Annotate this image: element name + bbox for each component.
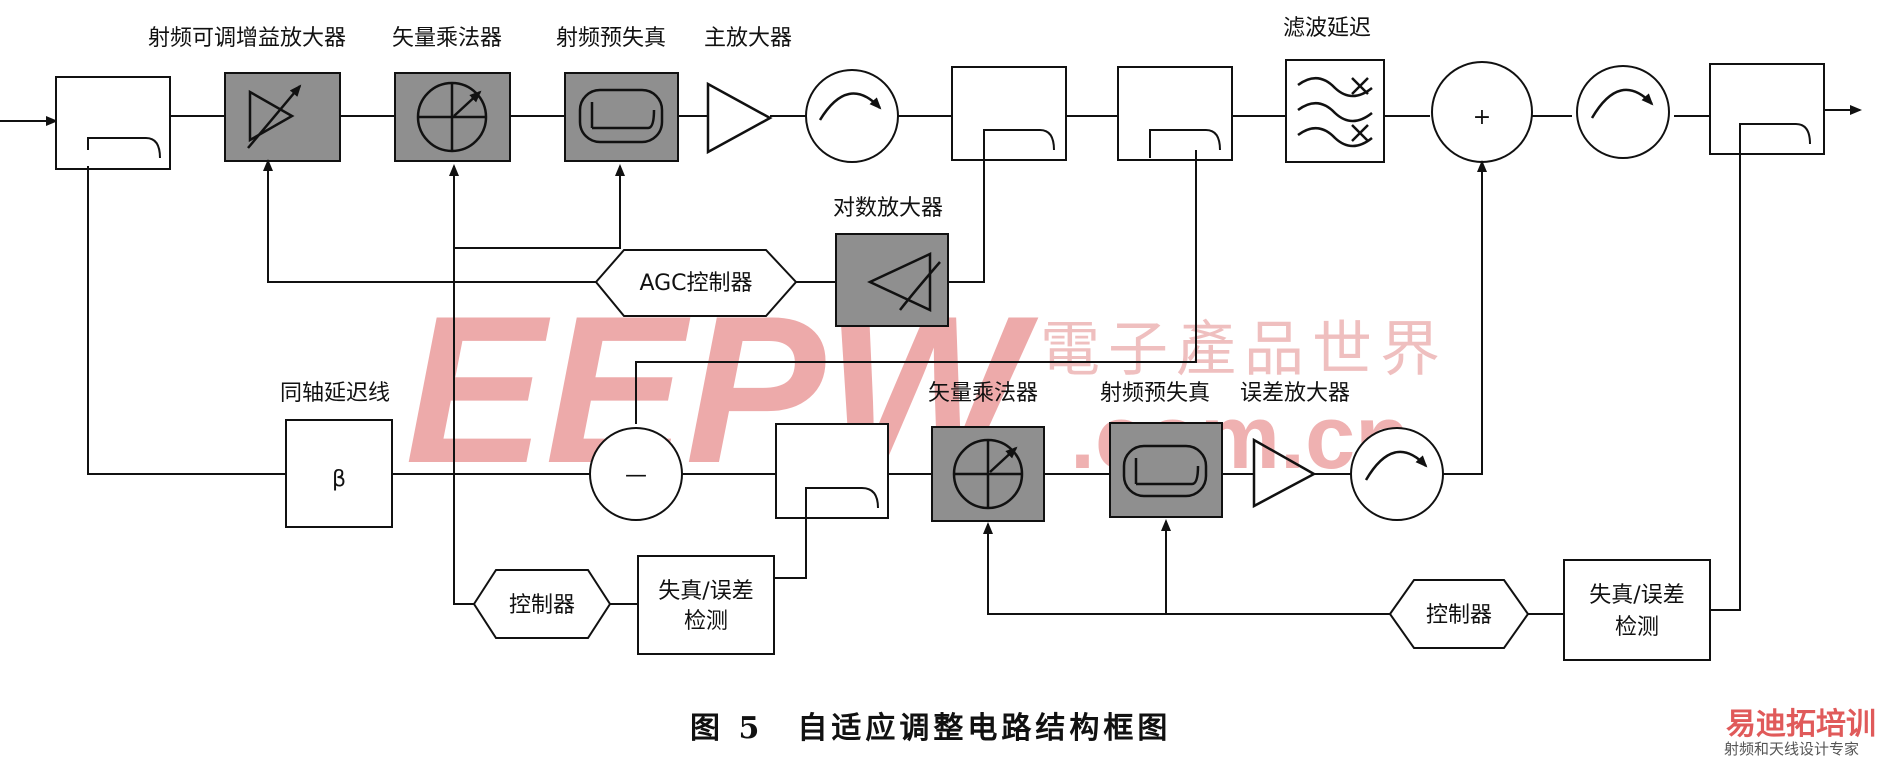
input-tap: [87, 166, 286, 475]
label-controller-right: 控制器: [1426, 603, 1492, 628]
coupler-input: [55, 76, 171, 170]
label-detect-left-2: 检测: [684, 609, 728, 634]
label-rf-vga: 射频可调增益放大器: [148, 26, 346, 51]
rf-vga-block: [224, 72, 341, 162]
circulator-top-1: [805, 69, 899, 163]
label-main-amp: 主放大器: [704, 26, 792, 51]
figure-caption: 图 5 自适应调整电路结构框图: [690, 711, 1171, 746]
label-rf-predistort-bottom: 射频预失真: [1100, 381, 1210, 406]
plus-symbol: +: [1473, 105, 1491, 130]
rf-predistortion-top-block: [564, 72, 679, 162]
top-signal-path: [0, 105, 1862, 126]
corner-logo-name: 易迪拓培训: [1726, 707, 1876, 742]
coupler-2: [951, 66, 1067, 161]
label-filter-delay: 滤波延迟: [1283, 16, 1371, 41]
label-agc-controller: AGC控制器: [639, 271, 752, 296]
circulator-top-2: [1576, 65, 1670, 159]
bottom-signal-path: β —: [285, 160, 1487, 528]
label-controller-left: 控制器: [509, 593, 575, 618]
label-vector-mult-bottom: 矢量乘法器: [928, 381, 1038, 406]
agc-loop: AGC控制器: [263, 158, 985, 600]
vector-multiplier-top-block: [394, 72, 511, 162]
summer-plus: +: [1431, 61, 1533, 163]
right-control-loop: 控制器 失真/误差 检测: [983, 152, 1741, 661]
main-amp-block: [706, 81, 773, 155]
corner-logo-tagline: 射频和天线设计专家: [1724, 740, 1859, 758]
minus-symbol: —: [625, 463, 647, 488]
coupler-output: [1709, 63, 1825, 155]
label-coax-delay: 同轴延迟线: [280, 381, 390, 406]
coupler-3: [1117, 66, 1233, 161]
coupler3-tap: [635, 150, 1197, 424]
label-detect-right-1: 失真/误差: [1589, 583, 1684, 608]
label-vector-mult-top: 矢量乘法器: [392, 26, 502, 51]
filter-delay-block: [1285, 59, 1385, 163]
beta-symbol: β: [332, 467, 346, 492]
corner-logo: 易迪拓培训 射频和天线设计专家: [1724, 707, 1876, 758]
left-control-loop: 控制器 失真/误差 检测: [453, 516, 807, 655]
watermark-brand-cn: 電子產品世界: [1040, 315, 1448, 385]
label-log-amp: 对数放大器: [833, 196, 943, 221]
label-rf-predistort-top: 射频预失真: [556, 26, 666, 51]
label-error-amp: 误差放大器: [1240, 381, 1350, 406]
label-detect-right-2: 检测: [1615, 615, 1659, 640]
label-detect-left-1: 失真/误差: [658, 579, 753, 604]
